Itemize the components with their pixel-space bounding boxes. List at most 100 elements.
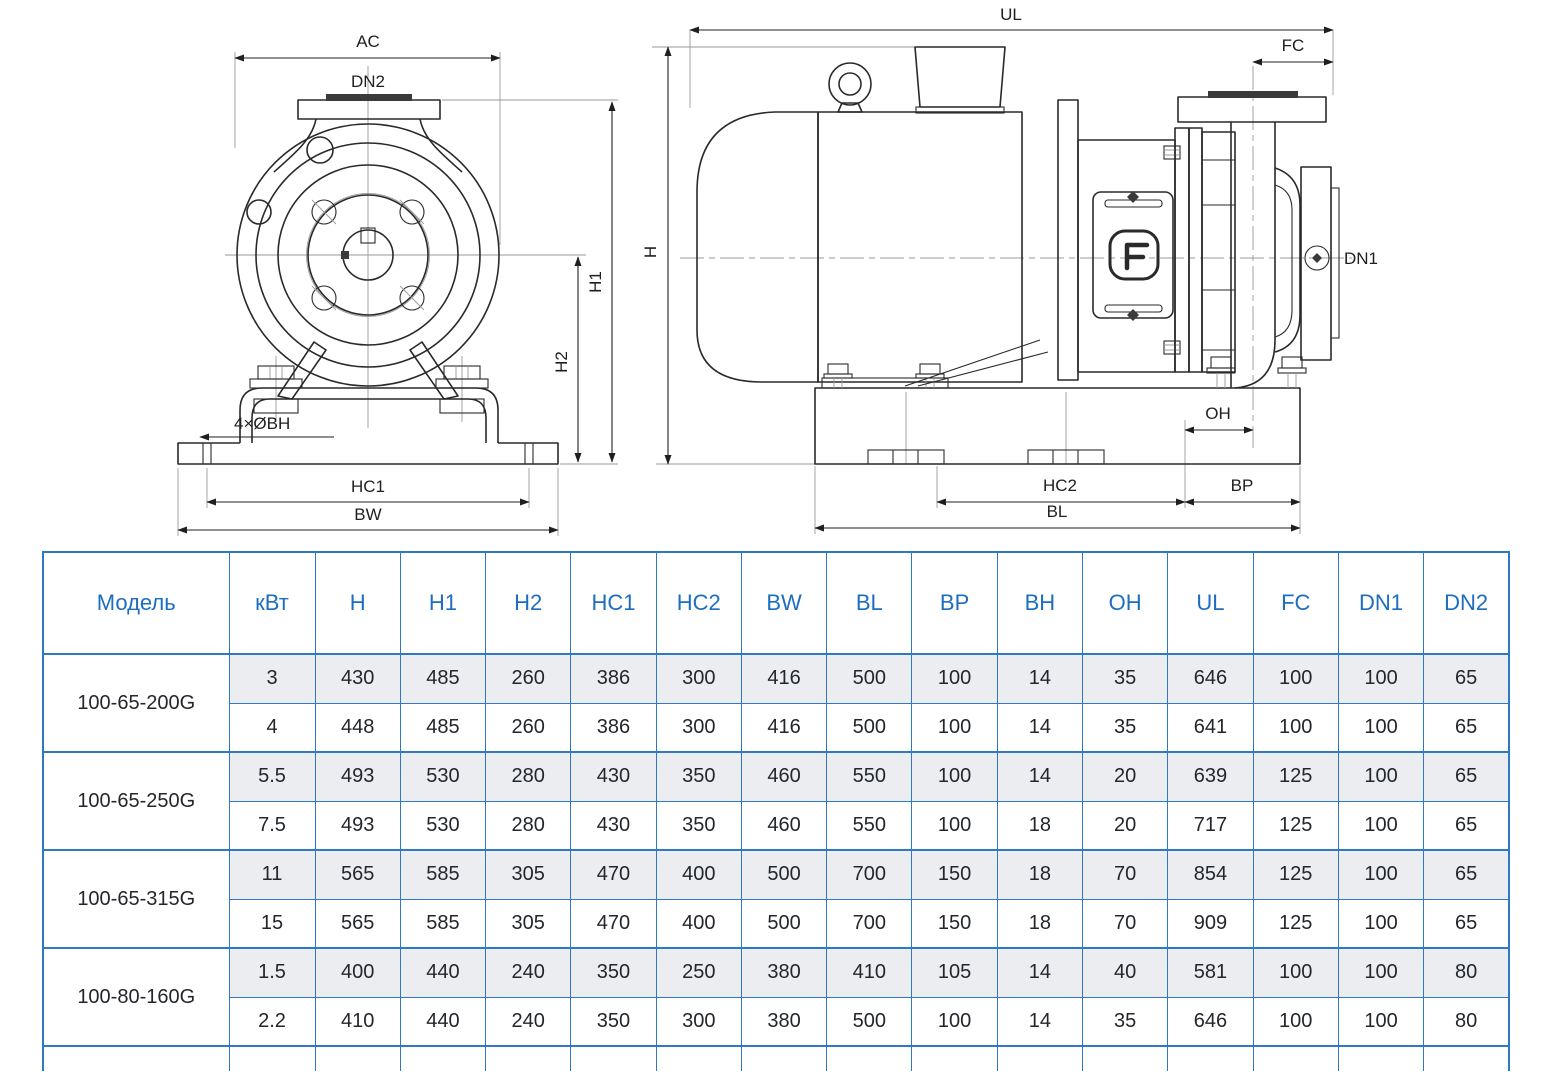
table-cell: 100: [1337, 751, 1425, 802]
table-cell: 3: [228, 653, 316, 704]
table-cell: 100: [911, 653, 998, 704]
table-cell: 100: [1337, 898, 1425, 949]
pump-side-view: UL H FC DN1 OH HC2 BP BL: [641, 5, 1378, 534]
table-cell: 100: [1337, 800, 1425, 851]
cut-off-row: [42, 1045, 1510, 1071]
dim-label-bolt-holes: 4×ØBH: [234, 414, 290, 433]
table-cell: 20: [1082, 800, 1169, 851]
column-header: BH: [996, 551, 1084, 655]
column-header: HC2: [655, 551, 742, 655]
table-cell: 500: [826, 996, 913, 1047]
table-cell: 100: [911, 996, 998, 1047]
table-cell: 240: [485, 947, 572, 998]
table-cell: 380: [740, 996, 828, 1047]
table-cell: 909: [1167, 898, 1254, 949]
table-cell: 700: [826, 849, 913, 900]
cut-off-cell: [1167, 1045, 1254, 1071]
cut-off-cell: [826, 1045, 913, 1071]
table-cell: 460: [740, 800, 828, 851]
model-cell: 100-65-315G: [42, 849, 230, 949]
cut-off-cell: [1423, 1045, 1510, 1071]
table-cell: 581: [1167, 947, 1254, 998]
table-cell: 100: [1337, 996, 1425, 1047]
table-cell: 14: [996, 751, 1084, 802]
table-cell: 350: [655, 800, 742, 851]
table-cell: 35: [1082, 996, 1169, 1047]
column-header: UL: [1167, 551, 1254, 655]
table-cell: 305: [485, 849, 572, 900]
table-cell: 646: [1167, 996, 1254, 1047]
table-cell: 550: [826, 800, 913, 851]
table-cell: 410: [314, 996, 401, 1047]
table-cell: 35: [1082, 653, 1169, 704]
model-cell: 100-65-200G: [42, 653, 230, 753]
table-cell: 493: [314, 751, 401, 802]
table-cell: 65: [1423, 702, 1510, 753]
table-cell: 440: [399, 996, 487, 1047]
cut-off-cell: [570, 1045, 657, 1071]
table-cell: 100: [1337, 849, 1425, 900]
dim-label-ac: AC: [356, 32, 380, 51]
table-cell: 485: [399, 702, 487, 753]
table-cell: 125: [1252, 849, 1339, 900]
table-cell: 100: [1252, 996, 1339, 1047]
table-cell: 70: [1082, 898, 1169, 949]
column-header: FC: [1252, 551, 1339, 655]
column-header: BL: [826, 551, 913, 655]
table-cell: 350: [570, 947, 657, 998]
table-cell: 2.2: [228, 996, 316, 1047]
cut-off-cell: [1252, 1045, 1339, 1071]
table-cell: 20: [1082, 751, 1169, 802]
dim-label-oh: OH: [1205, 404, 1231, 423]
table-cell: 65: [1423, 653, 1510, 704]
table-cell: 14: [996, 702, 1084, 753]
table-cell: 430: [314, 653, 401, 704]
table-cell: 80: [1423, 996, 1510, 1047]
table-cell: 100: [1252, 702, 1339, 753]
cut-off-cell: [485, 1045, 572, 1071]
cut-off-cell: [996, 1045, 1084, 1071]
table-cell: 416: [740, 653, 828, 704]
table-cell: 280: [485, 800, 572, 851]
table-cell: 65: [1423, 898, 1510, 949]
table-cell: 416: [740, 702, 828, 753]
table-cell: 14: [996, 996, 1084, 1047]
table-cell: 410: [826, 947, 913, 998]
dim-label-bw: BW: [354, 505, 381, 524]
table-cell: 500: [826, 653, 913, 704]
table-cell: 700: [826, 898, 913, 949]
table-cell: 300: [655, 996, 742, 1047]
table-cell: 80: [1423, 947, 1510, 998]
side-base-bolts: [823, 356, 1307, 388]
model-cell: 100-65-250G: [42, 751, 230, 851]
column-header: DN2: [1423, 551, 1510, 655]
dim-label-fc: FC: [1282, 36, 1305, 55]
table-cell: 250: [655, 947, 742, 998]
cut-off-cell: [655, 1045, 742, 1071]
table-cell: 854: [1167, 849, 1254, 900]
table-cell: 646: [1167, 653, 1254, 704]
table-cell: 14: [996, 653, 1084, 704]
table-cell: 639: [1167, 751, 1254, 802]
table-cell: 400: [655, 849, 742, 900]
column-header: BP: [911, 551, 998, 655]
table-cell: 350: [655, 751, 742, 802]
table-cell: 530: [399, 751, 487, 802]
cut-off-cell: [911, 1045, 998, 1071]
table-cell: 350: [570, 996, 657, 1047]
table-cell: 100: [911, 702, 998, 753]
table-cell: 4: [228, 702, 316, 753]
table-cell: 100: [911, 751, 998, 802]
table-cell: 150: [911, 849, 998, 900]
dim-label-hc1: HC1: [351, 477, 385, 496]
dim-label-hc2: HC2: [1043, 476, 1077, 495]
table-cell: 550: [826, 751, 913, 802]
table-cell: 105: [911, 947, 998, 998]
